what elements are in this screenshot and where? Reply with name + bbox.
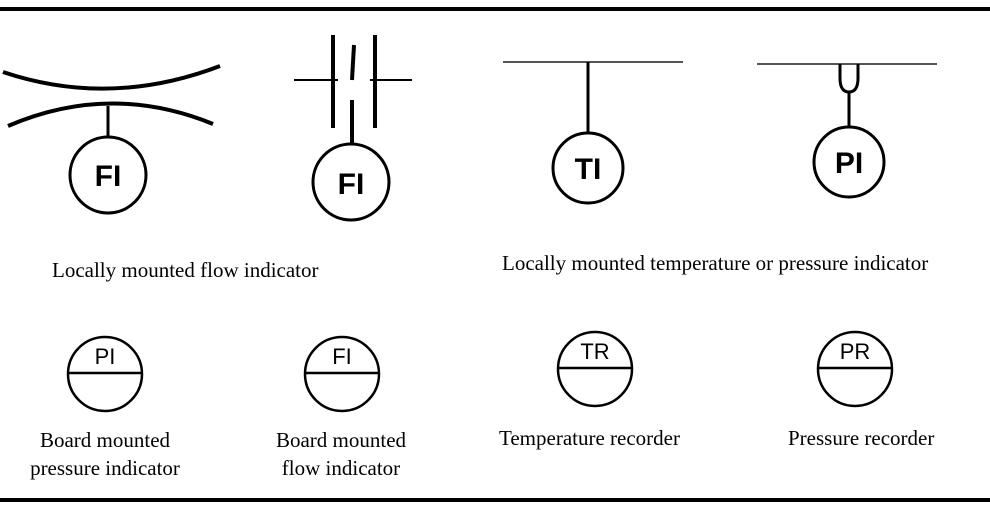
venturi-lower-curve bbox=[7, 101, 214, 128]
fi-bubble-2 bbox=[311, 142, 391, 222]
pi-bubble bbox=[812, 125, 886, 199]
venturi-upper-curve bbox=[2, 64, 221, 91]
caption-local-temp-pressure: Locally mounted temperature or pressure … bbox=[502, 251, 929, 275]
pressure-recorder-symbol: PR bbox=[816, 330, 894, 408]
temperature-recorder-symbol: TR bbox=[556, 330, 634, 408]
caption-local-flow: Locally mounted flow indicator bbox=[52, 258, 319, 282]
board-pi-label: PI bbox=[95, 344, 116, 369]
board-fi-label: FI bbox=[332, 344, 352, 369]
board-flow-indicator-symbol: FI bbox=[303, 335, 381, 413]
pressure-indicator-symbol: PI bbox=[757, 63, 937, 199]
caption-board-flow-line2: flow indicator bbox=[281, 456, 401, 480]
tr-label: TR bbox=[580, 339, 609, 364]
ti-label: TI bbox=[575, 153, 602, 186]
ti-bubble bbox=[551, 131, 625, 205]
fi-label-2: FI bbox=[338, 168, 365, 201]
caption-board-pressure-line2: pressure indicator bbox=[30, 456, 180, 480]
venturi-flow-indicator-symbol: FI bbox=[2, 64, 221, 215]
temperature-indicator-symbol: TI bbox=[503, 61, 683, 205]
pi-label: PI bbox=[835, 147, 863, 180]
caption-board-pressure-line1: Board mounted bbox=[39, 428, 171, 452]
caption-board-pressure: Board mounted pressure indicator bbox=[10, 426, 200, 482]
pi-siphon-loop bbox=[838, 64, 860, 94]
orifice-tap-upper bbox=[350, 44, 356, 81]
board-pressure-indicator-symbol: PI bbox=[66, 335, 144, 413]
caption-board-flow: Board mounted flow indicator bbox=[246, 426, 436, 482]
orifice-flow-indicator-symbol: FI bbox=[294, 35, 412, 222]
fi-bubble-1 bbox=[68, 135, 148, 215]
caption-temp-recorder: Temperature recorder bbox=[499, 426, 680, 450]
pr-label: PR bbox=[840, 339, 871, 364]
fi-label-1: FI bbox=[95, 160, 122, 193]
caption-board-flow-line1: Board mounted bbox=[275, 428, 407, 452]
caption-pressure-recorder: Pressure recorder bbox=[788, 426, 935, 450]
